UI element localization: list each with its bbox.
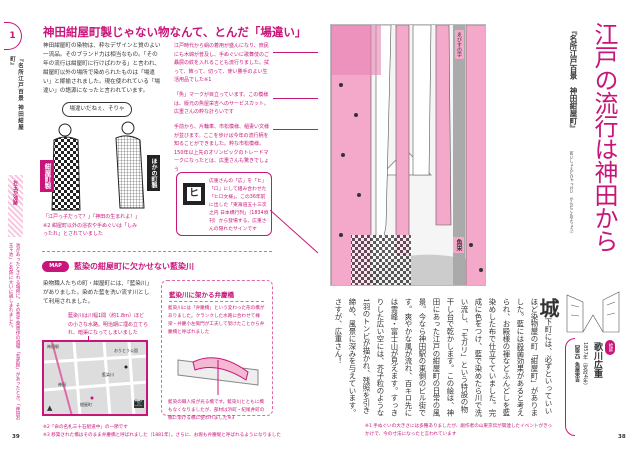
artist-name: 歌川広重 <box>592 342 602 378</box>
north-arrow-icon: ▲ <box>47 404 53 412</box>
print-label: ゑびすの字 <box>455 30 464 59</box>
camera-icon: 📷 <box>134 398 143 406</box>
bridge-text: 藍染川には「弁慶橋」という変わった形の橋がありました。クランクした水路に合わせて… <box>168 306 265 335</box>
map-caption: 藍染川は川幅1間（約1.8m）ほどの小さな水路。明治期に埋め立てられ、暗渠になっ… <box>68 313 149 336</box>
bridge-box: 藍染川に架かる弁慶橋 藍染川には「弁慶橋」という変わった形の橋がありました。クラ… <box>161 280 273 421</box>
illustration-merchants: 場違いだねぇ、そりゃ 紺屋町製 ほかの町製 <box>40 100 165 212</box>
page-title: 神田紺屋町製じゃない物なんて、とんだ「場違い」 <box>43 25 307 39</box>
page-number-left: 39 <box>12 434 20 440</box>
hiro-sign-box: ヒ 広重さんの「広」を「ヒ」「ロ」にして組み合わせた「ヒロ文様」。この36年前に… <box>176 172 272 236</box>
body-text: 城下町には、必ずといっていいほど染物屋の町「紺屋町」がありました。藍には殺菌効果… <box>334 298 560 417</box>
print-subtitle: 『名所江戸百景 神田紺屋町』 <box>569 27 578 132</box>
footnote-3: ※3 移築された橋はそのまま弁慶橋と呼ばれました（1881年）。さらに、お堀も弁… <box>43 433 281 438</box>
illustration-caption: 「江戸っ子だって？」「神田の生まれよ！」※2 紺屋町以外の浴衣や手ぬぐいは「しみ… <box>43 214 138 237</box>
label-other: ほかの町製 <box>147 155 160 191</box>
page-number-right: 38 <box>618 434 626 440</box>
section-divider <box>42 251 272 252</box>
map-badge: MAP <box>42 261 69 272</box>
note-2: 「魚」マークが目立っています。この模様は、版元の魚屋栄吉へのサービスカット。広重… <box>174 92 269 115</box>
map-body: 染物職人たちの町・紺屋町には、「藍染川」がありました。染めた藍を洗い流す川として… <box>43 281 153 305</box>
chapter-number-badge: 1 <box>4 22 22 50</box>
intro-text: 神田紺屋町の染物は、粋なデザインと質のよい一流品。そのブランド力は相当なもの。「… <box>43 43 161 94</box>
footnote-2: ※2「命の名札三十石組道中」の一節です <box>43 425 128 430</box>
footnote-1: ※1 手ぬぐいの大きさには多種ありましたが、劇作者の山東京伝が関連したイベントが… <box>365 424 553 437</box>
note-1: 江戸時代から絹の着用が盛んになり、庶民にも木綿が普及し、手ぬぐいに歌舞伎のご贔屓… <box>174 43 270 83</box>
bridge-illustration <box>168 340 268 395</box>
bridge-caption: 藍染の職人技が光る橋です。藍染川とともに橋もなくなりましたが、部材は浜町・紀尾井… <box>168 400 265 421</box>
label-konya: 紺屋町製 <box>40 160 54 192</box>
spread-title: 江戸の流行は神田から <box>590 22 618 252</box>
chapter-number: 1 <box>9 31 16 41</box>
side-caption: 『名所江戸百景 神田紺屋町』 <box>9 56 23 131</box>
hiro-sign-text: 広重さんの「広」を「ヒ」「ロ」にして組み合わせた「ヒロ文様」。この36年前に出し… <box>209 179 269 232</box>
hiro-mark-icon: ヒ <box>183 183 205 205</box>
artist-year: 1857年（安政4年） <box>582 342 588 388</box>
map: 神田駅 藍染川 おりとう公園 紺屋町 神田 📷 ▲ <box>42 340 148 416</box>
side-tag: お玉が池跡 <box>8 175 23 237</box>
artist-box: 絵師 歌川広重 1857年（安政4年） 【版元】魚屋栄吉 <box>565 290 621 436</box>
print-label: 魚栄 <box>453 237 464 253</box>
speech-bubble: 場違いだねぇ、そりゃ <box>62 102 132 117</box>
drop-cap: 城 <box>536 298 560 318</box>
map-section-title: 藍染の紺屋町に欠かせない藍染川 <box>74 262 194 271</box>
artist-publisher: 【版元】魚屋栄吉 <box>574 342 580 382</box>
town-sketch <box>566 291 620 333</box>
print-reading: （めいしょえどひゃっけい かんだこんやちょう） <box>570 148 575 236</box>
bridge-title: 藍染川に架かる弁慶橋 <box>169 289 264 302</box>
side-note: 池があったとされる場所に、その昔千葉周作の道場「玄武館」があったとか。「神田お玉… <box>8 243 20 421</box>
artist-tag: 絵師 <box>605 340 615 355</box>
woodblock-print: ゑびすの字 魚栄 <box>330 24 486 286</box>
note-3: 手前から、片輪車、市松模様、稲妻い文様が並びます。ここを歩けば今年の流行柄を知る… <box>174 124 270 173</box>
